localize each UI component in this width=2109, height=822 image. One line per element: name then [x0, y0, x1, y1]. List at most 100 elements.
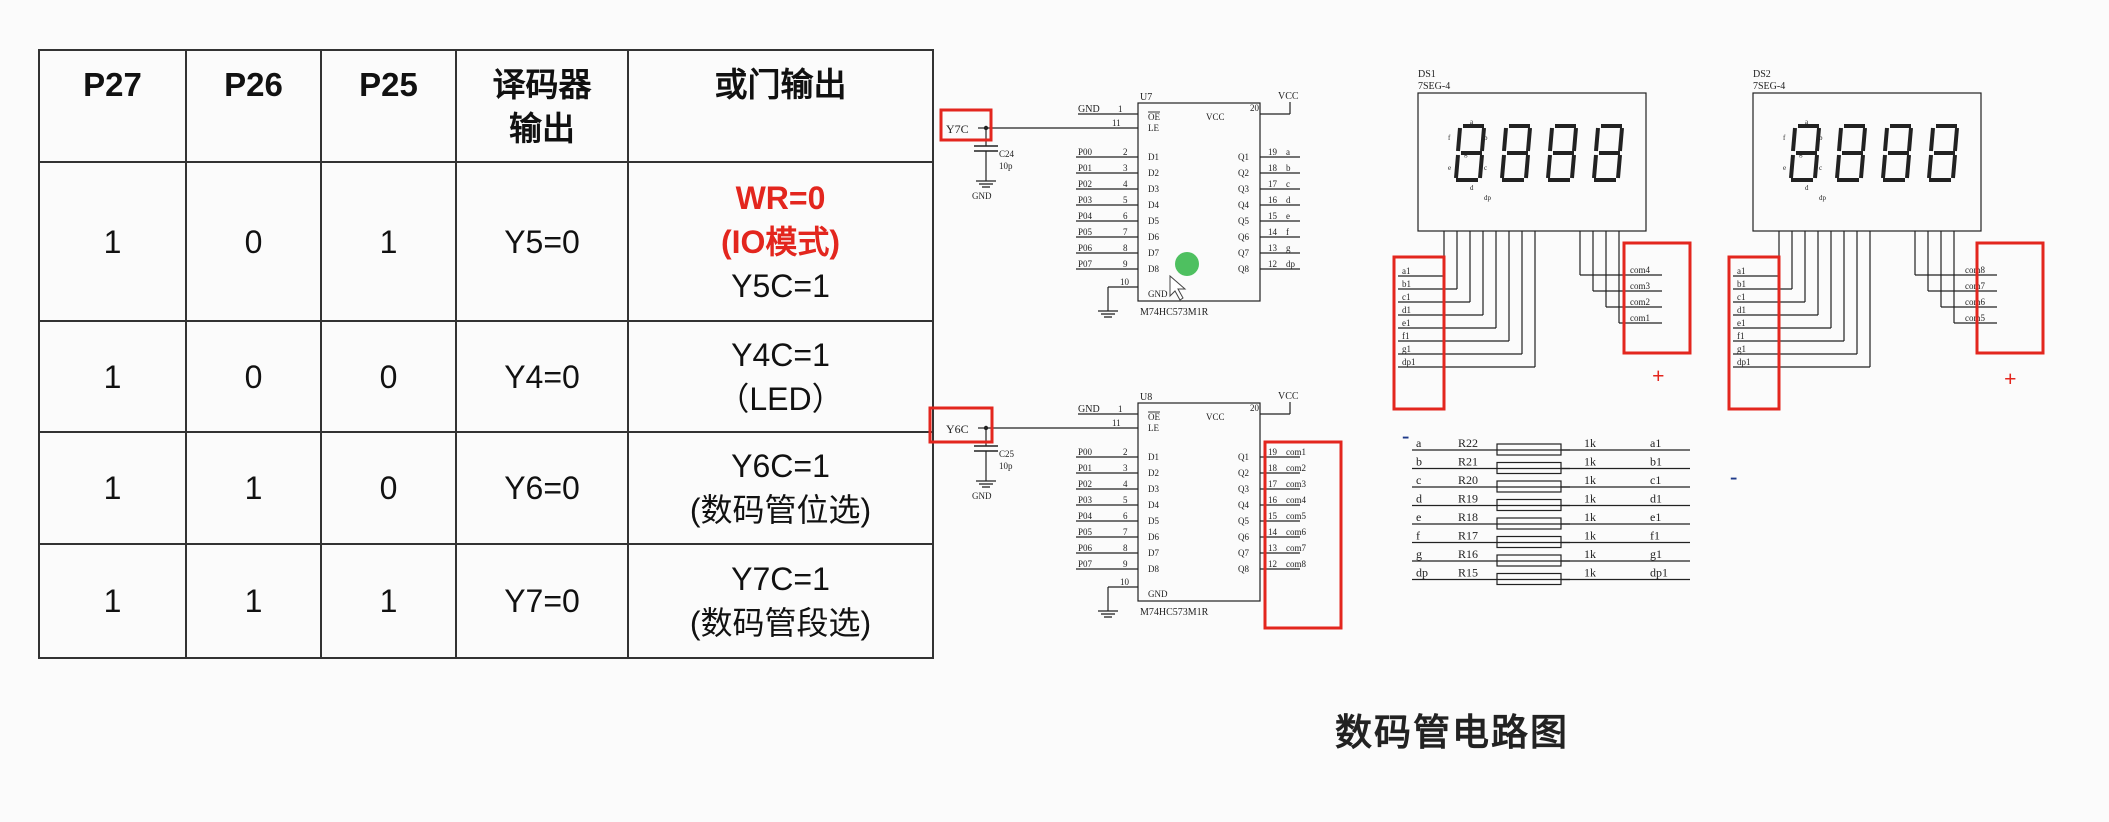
pin-number: 6	[1123, 211, 1128, 221]
pin-label: Q6	[1238, 532, 1249, 542]
pin-label: Q5	[1238, 516, 1249, 526]
resistor-value: 1k	[1584, 436, 1596, 450]
or-gate-output-cell: Y6C=1(数码管位选)	[627, 431, 934, 545]
resistor-value: 1k	[1584, 492, 1596, 506]
pin-label: D8	[1148, 564, 1159, 574]
pin-label: VCC	[1206, 412, 1225, 422]
header-text: 译码器	[492, 66, 592, 103]
pin-label: Q4	[1238, 200, 1249, 210]
table-header-cell: 或门输出	[627, 49, 934, 163]
table-header-cell: P25	[320, 49, 457, 163]
segment	[1881, 154, 1887, 179]
segment	[1927, 154, 1933, 179]
segment	[1837, 127, 1843, 152]
net-label: Y6C	[946, 422, 969, 436]
net-label: dp	[1416, 566, 1428, 580]
segment	[1835, 154, 1841, 179]
pin-label: e1	[1737, 318, 1746, 328]
pin-number: 1	[1118, 104, 1123, 114]
pin-label: a1	[1402, 266, 1411, 276]
table-cell: 1	[38, 320, 187, 433]
diagram-caption: 数码管电路图	[1335, 713, 1569, 754]
pin-label: Q1	[1238, 452, 1249, 462]
resistor-ref: R16	[1458, 547, 1478, 561]
net-label: Y7C	[946, 122, 969, 136]
pin-label: D7	[1148, 248, 1159, 258]
pin-number: 16	[1268, 195, 1278, 205]
pin-label: d1	[1402, 305, 1411, 315]
pin-label: com2	[1630, 297, 1650, 307]
pin-label: com5	[1965, 313, 1985, 323]
pin-number: 4	[1123, 479, 1128, 489]
chip-ref-label: U8	[1140, 392, 1152, 403]
segment-letter: a	[1470, 118, 1474, 126]
pin-label: com4	[1630, 265, 1650, 275]
pin-label: VCC	[1206, 112, 1225, 122]
highlight-box	[1622, 241, 1692, 355]
segment	[1905, 154, 1911, 179]
segment-letter: dp	[1484, 194, 1492, 202]
cursor-highlight-dot	[1175, 252, 1199, 276]
net-label: dp1	[1650, 566, 1668, 580]
pin-label: D3	[1148, 484, 1159, 494]
table-cell: 0	[185, 320, 322, 433]
table-cell: 1	[320, 543, 457, 659]
gnd-label: GND	[1078, 104, 1100, 115]
table-cell: 1	[320, 161, 457, 322]
pin-number: 2	[1123, 147, 1128, 157]
pin-number: 6	[1123, 511, 1128, 521]
table-cell: Y4=0	[455, 320, 629, 433]
segment	[1951, 154, 1957, 179]
pin-label: a1	[1737, 266, 1746, 276]
pin-label: g1	[1402, 344, 1411, 354]
pin-label: com1	[1630, 313, 1650, 323]
net-label: com8	[1286, 559, 1306, 569]
resistor-value: 1k	[1584, 510, 1596, 524]
pin-label: com7	[1965, 281, 1985, 291]
pin-number: 5	[1123, 495, 1128, 505]
net-label: g	[1416, 547, 1422, 561]
pin-label: D5	[1148, 516, 1159, 526]
pin-label: f1	[1737, 331, 1745, 341]
header-text: 或门输出	[714, 66, 847, 103]
port-label: P06	[1078, 243, 1093, 253]
vcc-label: VCC	[1278, 91, 1299, 102]
pin-label: com8	[1965, 265, 1985, 275]
digit-glyph	[1789, 124, 1821, 182]
pin-label: com3	[1630, 281, 1650, 291]
port-label: P03	[1078, 195, 1093, 205]
segment-letter: g	[1799, 150, 1803, 158]
pin-number: 11	[1112, 118, 1121, 128]
table-header-cell: P27	[38, 49, 187, 163]
pin-number: 14	[1268, 527, 1278, 537]
chip-part-label: M74HC573M1R	[1140, 607, 1209, 618]
pin-number: 12	[1268, 259, 1277, 269]
port-label: P04	[1078, 211, 1093, 221]
port-label: P02	[1078, 179, 1092, 189]
segment	[1813, 154, 1819, 179]
pin-label: e1	[1402, 318, 1411, 328]
pin-label: D6	[1148, 232, 1159, 242]
polarity-plus: +	[1652, 363, 1665, 388]
pin-number: 5	[1123, 195, 1128, 205]
digit-glyph	[1592, 124, 1624, 182]
cell-text: Y4C=1	[731, 336, 830, 373]
segment-letter: f	[1783, 134, 1786, 142]
net-label: com6	[1286, 527, 1306, 537]
cap-ref: C25	[999, 449, 1015, 459]
pin-label: D7	[1148, 548, 1159, 558]
port-label: P07	[1078, 259, 1093, 269]
port-label: P07	[1078, 559, 1093, 569]
resistor-ref: R19	[1458, 492, 1478, 506]
gnd-label: GND	[972, 191, 992, 201]
pin-number: 18	[1268, 163, 1278, 173]
table-cell: 1	[38, 543, 187, 659]
net-label: com5	[1286, 511, 1306, 521]
display-ref-label: DS1	[1418, 69, 1436, 80]
gnd-label: GND	[1078, 404, 1100, 415]
table-cell: 0	[185, 161, 322, 322]
net-label: com7	[1286, 543, 1306, 553]
header-text: P25	[359, 66, 418, 103]
display-type-label: 7SEG-4	[1418, 81, 1450, 92]
